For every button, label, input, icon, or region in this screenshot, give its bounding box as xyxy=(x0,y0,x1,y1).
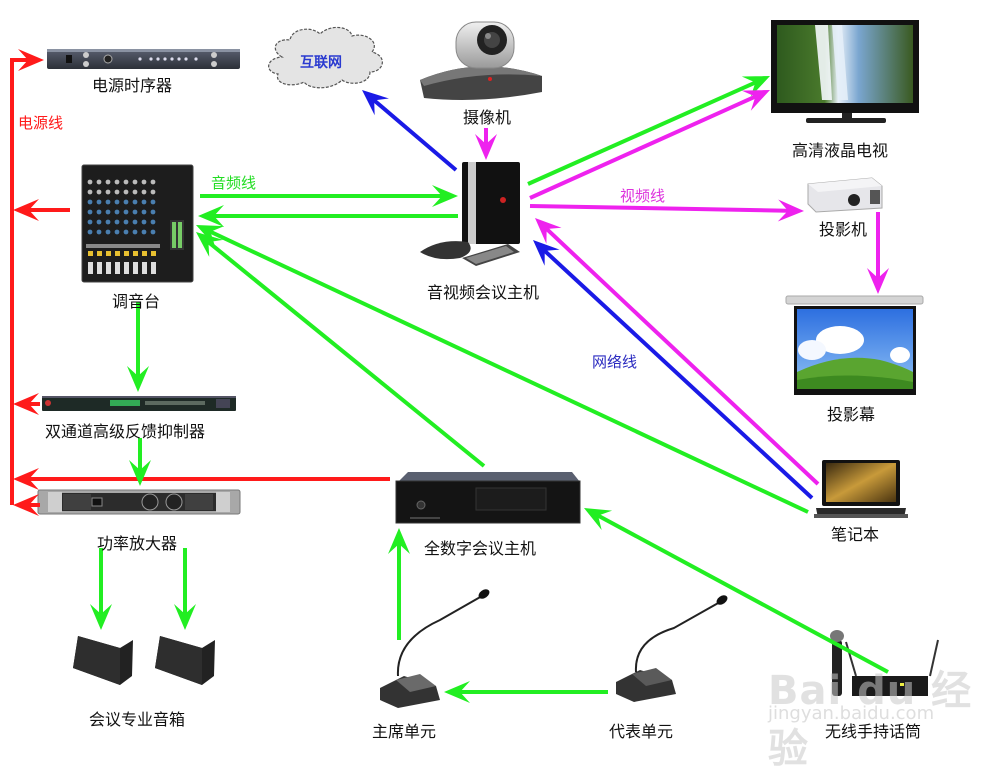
label-projector: 投影机 xyxy=(819,220,868,239)
label-speakers: 会议专业音箱 xyxy=(89,710,186,729)
label-camera: 摄像机 xyxy=(463,108,512,127)
label-laptop: 笔记本 xyxy=(831,525,880,544)
video-av-host-to-tv xyxy=(529,90,770,200)
audio-amp-to-speaker-right xyxy=(174,548,196,630)
audio-wireless-mic-to-conference-host xyxy=(584,508,889,674)
network-av-host-to-internet-arrowhead xyxy=(362,90,389,116)
label-delegate-unit: 代表单元 xyxy=(609,722,674,741)
audio-wireless-mic-to-conference-host-line xyxy=(591,510,889,674)
audio-mixer-to-suppressor xyxy=(127,302,149,392)
audio-av-host-to-tv-arrowhead xyxy=(741,76,770,97)
audio-mixer-to-av-host xyxy=(200,185,458,207)
audio-amp-to-speaker-left xyxy=(90,548,112,630)
video-av-host-to-tv-line xyxy=(529,92,762,200)
power-from-amplifier-arrowhead xyxy=(13,494,39,516)
video-camera-to-av-host-arrowhead xyxy=(475,134,497,160)
chairman-unit-device xyxy=(380,589,490,708)
power-from-conference-host xyxy=(13,468,390,490)
hd-tv-device xyxy=(771,20,919,123)
digital-conference-host-device xyxy=(395,472,581,524)
audio-suppressor-to-amplifier xyxy=(129,438,151,486)
power-from-mixer-arrowhead xyxy=(13,199,39,221)
power-to-sequencer-arrowhead xyxy=(18,49,44,71)
network-laptop-to-av-host-line xyxy=(538,245,814,500)
speaker-right-device xyxy=(155,636,215,685)
av-conference-host-device xyxy=(420,162,520,266)
video-camera-to-av-host xyxy=(475,128,497,160)
video-projector-to-screen-arrowhead xyxy=(867,268,889,294)
network-av-host-to-internet xyxy=(362,90,458,172)
network-laptop-to-av-host-arrowhead xyxy=(533,240,560,266)
audio-laptop-to-mixer xyxy=(196,225,809,514)
label-feedback-suppressor: 双通道高级反馈抑制器 xyxy=(45,422,206,441)
feedback-suppressor-device xyxy=(42,396,236,411)
power-sequencer-device xyxy=(47,49,240,69)
camera-device xyxy=(420,21,542,100)
video-laptop-to-av-host xyxy=(535,218,820,486)
label-chairman-unit: 主席单元 xyxy=(372,722,437,741)
audio-conference-host-to-mixer xyxy=(196,232,486,468)
video-av-host-to-projector-line xyxy=(529,204,795,213)
audio-wireless-mic-to-conference-host-arrowhead xyxy=(584,508,613,531)
video-laptop-to-av-host-line xyxy=(540,223,820,486)
audio-mixer-to-suppressor-arrowhead xyxy=(127,366,149,392)
network-laptop-to-av-host xyxy=(533,240,814,500)
video-projector-to-screen xyxy=(867,212,889,294)
audio-av-host-to-mixer xyxy=(198,205,458,227)
power-to-sequencer xyxy=(12,49,44,71)
wireless-mic-device xyxy=(830,630,939,696)
audio-av-host-to-tv xyxy=(527,76,770,186)
video-av-host-to-projector-arrowhead xyxy=(777,199,804,222)
power-from-mixer xyxy=(13,199,70,221)
audio-conference-host-to-mixer-arrowhead xyxy=(196,232,224,257)
audio-delegate-to-chairman xyxy=(444,681,608,703)
wire-label-power: 电源线 xyxy=(18,114,64,132)
watermark-url: jingyan.baidu.com xyxy=(768,703,935,724)
wire-label-video: 视频线 xyxy=(620,187,666,205)
projector-device xyxy=(807,177,883,213)
audio-mixer-to-av-host-arrowhead xyxy=(432,185,458,207)
video-av-host-to-projector xyxy=(529,199,804,222)
mixer-device xyxy=(81,164,194,283)
video-av-host-to-tv-arrowhead xyxy=(741,90,770,111)
audio-av-host-to-tv-line xyxy=(527,78,762,186)
audio-laptop-to-mixer-arrowhead xyxy=(196,225,225,246)
power-from-suppressor xyxy=(13,393,40,415)
network-av-host-to-internet-line xyxy=(368,94,458,172)
label-wireless-mic: 无线手持话筒 xyxy=(825,722,922,741)
audio-delegate-to-chairman-arrowhead xyxy=(444,681,470,703)
audio-amp-to-speaker-right-arrowhead xyxy=(174,604,196,630)
audio-chairman-to-conference-host-arrowhead xyxy=(388,528,410,554)
internet-cloud-icon xyxy=(268,26,383,89)
wire-label-network: 网络线 xyxy=(592,353,638,371)
audio-laptop-to-mixer-line xyxy=(204,227,809,514)
audio-amp-to-speaker-left-arrowhead xyxy=(90,604,112,630)
audio-suppressor-to-amplifier-arrowhead xyxy=(129,460,151,486)
power-from-suppressor-arrowhead xyxy=(13,393,39,415)
label-internet: 互联网 xyxy=(300,55,342,71)
wire-label-audio: 音频线 xyxy=(211,174,257,192)
label-power-sequencer: 电源时序器 xyxy=(92,76,173,95)
laptop-device xyxy=(814,460,908,518)
delegate-unit-device xyxy=(616,595,728,702)
power-amplifier-device xyxy=(37,489,241,515)
power-from-conference-host-arrowhead xyxy=(13,468,39,490)
audio-conference-host-to-mixer-line xyxy=(202,236,486,468)
label-digital-conference-host: 全数字会议主机 xyxy=(424,539,537,558)
label-hd-tv: 高清液晶电视 xyxy=(792,141,889,160)
audio-chairman-to-conference-host xyxy=(388,528,410,640)
diagram-canvas xyxy=(10,20,939,708)
label-power-amplifier: 功率放大器 xyxy=(97,534,178,553)
power-from-amplifier xyxy=(13,494,40,516)
video-laptop-to-av-host-arrowhead xyxy=(535,218,562,244)
label-av-host: 音视频会议主机 xyxy=(427,283,540,302)
label-projection-screen: 投影幕 xyxy=(827,405,876,424)
audio-av-host-to-mixer-arrowhead xyxy=(198,205,224,227)
label-mixer: 调音台 xyxy=(112,292,161,311)
speaker-left-device xyxy=(73,636,133,685)
projection-screen-device xyxy=(785,295,924,395)
